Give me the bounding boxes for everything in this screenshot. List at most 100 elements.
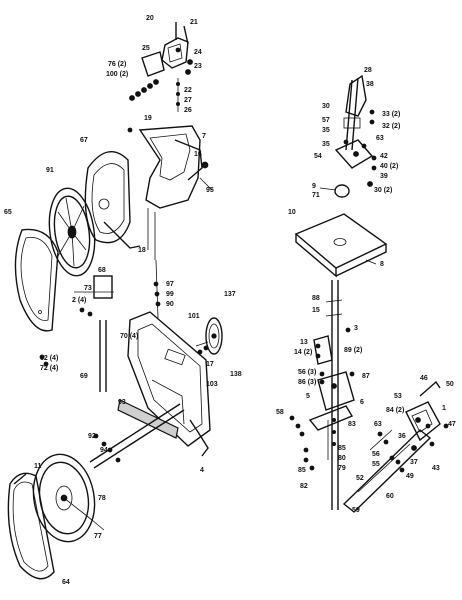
callout-23: 23 — [194, 63, 202, 70]
callout-78: 78 — [98, 495, 106, 502]
callout-67: 67 — [80, 137, 88, 144]
callout-101: 101 — [188, 313, 200, 320]
callout-103: 103 — [206, 381, 218, 388]
callout-27: 27 — [184, 97, 192, 104]
callout-26: 26 — [184, 107, 192, 114]
callout-r-30a: 30 — [322, 103, 330, 110]
callout-r-47: 47 — [448, 421, 456, 428]
callout-r-49: 49 — [406, 473, 414, 480]
callout-r-55: 55 — [372, 461, 380, 468]
callout-138: 138 — [230, 371, 242, 378]
tension-bracket — [74, 275, 114, 392]
callout-4: 4 — [200, 467, 204, 474]
callout-r-36: 36 — [398, 433, 406, 440]
table-support-column — [313, 280, 351, 510]
callout-r-56: 56 (3) — [298, 369, 316, 376]
callout-90: 90 — [166, 301, 174, 308]
left-callouts: 20 21 25 24 23 76 (2) 100 (2) 22 27 26 1… — [4, 15, 242, 586]
callout-24: 24 — [194, 49, 202, 56]
callout-r-54: 54 — [314, 153, 322, 160]
callout-99: 99 — [166, 291, 174, 298]
callout-17: 17 — [206, 361, 214, 368]
main-frame-casting — [127, 259, 211, 457]
upper-wheel-cover — [84, 151, 141, 249]
callout-21: 21 — [190, 19, 198, 26]
callout-r-50: 50 — [446, 381, 454, 388]
callout-r-46: 46 — [420, 375, 428, 382]
callout-73: 73 — [84, 285, 92, 292]
callout-r-84: 84 (2) — [386, 407, 404, 414]
callout-r-40: 40 (2) — [380, 163, 398, 170]
callout-r-35a: 35 — [322, 127, 330, 134]
callout-19: 19 — [144, 115, 152, 122]
blade-guide-post — [334, 74, 377, 187]
callout-r-15: 15 — [312, 307, 320, 314]
callout-94: 94 — [100, 447, 108, 454]
callout-r-8: 8 — [380, 261, 384, 268]
callout-r-38: 38 — [366, 81, 374, 88]
callout-r-35b: 35 — [322, 141, 330, 148]
callout-r-87: 87 — [362, 373, 370, 380]
callout-r-59: 59 — [352, 507, 360, 514]
callout-r-9: 9 — [312, 183, 316, 190]
callout-76: 76 (2) — [108, 61, 126, 68]
callout-r-86: 86 (3) — [298, 379, 316, 386]
callout-r-57: 57 — [322, 117, 330, 124]
drive-pulley — [195, 317, 223, 355]
callout-r-80: 80 — [338, 455, 346, 462]
callout-22: 22 — [184, 87, 192, 94]
callout-93: 93 — [118, 399, 126, 406]
lower-rail — [89, 399, 185, 469]
callout-r-85a: 85 — [338, 445, 346, 452]
callout-r-1: 1 — [442, 405, 446, 412]
tilt-bracket — [308, 371, 355, 431]
callout-r-82: 82 — [300, 483, 308, 490]
callout-2: 2 (4) — [72, 297, 86, 304]
callout-100: 100 (2) — [106, 71, 128, 78]
table-insert — [319, 184, 350, 198]
callout-r-63b: 63 — [374, 421, 382, 428]
callout-r-71: 71 — [312, 192, 320, 199]
callout-77: 77 — [94, 533, 102, 540]
callout-r-60: 60 — [386, 493, 394, 500]
callout-72: 72 (4) — [40, 365, 58, 372]
callout-r-88: 88 — [312, 295, 320, 302]
callout-137: 137 — [224, 291, 236, 298]
callout-r-32: 32 (2) — [382, 123, 400, 130]
callout-r-83: 83 — [348, 421, 356, 428]
left-fasteners — [39, 354, 49, 367]
callout-r-14: 14 (2) — [294, 349, 312, 356]
switch-assembly — [405, 380, 449, 451]
callout-r-52: 52 — [356, 475, 364, 482]
callout-91: 91 — [46, 167, 54, 174]
callout-r-13: 13 — [300, 339, 308, 346]
callout-69: 69 — [80, 373, 88, 380]
callout-62: 62 (4) — [40, 355, 58, 362]
callout-r-39: 39 — [380, 173, 388, 180]
callout-r-3: 3 — [354, 325, 358, 332]
callout-70: 70 (4) — [120, 333, 138, 340]
right-callouts: 28 38 30 57 35 35 33 (2) 32 (2) 63 54 42… — [276, 67, 456, 514]
callout-r-85b: 85 — [298, 467, 306, 474]
callout-r-30b: 30 (2) — [374, 187, 392, 194]
callout-7: 7 — [202, 133, 206, 140]
callout-20: 20 — [146, 15, 154, 22]
callout-r-79: 79 — [338, 465, 346, 472]
upper-arm-frame — [127, 125, 213, 260]
callout-r-53: 53 — [394, 393, 402, 400]
callout-r-43: 43 — [432, 465, 440, 472]
upper-blade-guide-assembly — [129, 22, 193, 112]
callout-92: 92 — [88, 433, 96, 440]
callout-97: 97 — [166, 281, 174, 288]
callout-r-42: 42 — [380, 153, 388, 160]
callout-r-37: 37 — [410, 459, 418, 466]
upper-blade-wheel — [48, 187, 96, 277]
callout-r-63a: 63 — [376, 135, 384, 142]
lower-wheel-cover — [7, 472, 55, 580]
right-fasteners — [289, 415, 336, 471]
callout-r-5: 5 — [306, 393, 310, 400]
callout-65: 65 — [4, 209, 12, 216]
callout-r-6: 6 — [360, 399, 364, 406]
callout-25: 25 — [142, 45, 150, 52]
